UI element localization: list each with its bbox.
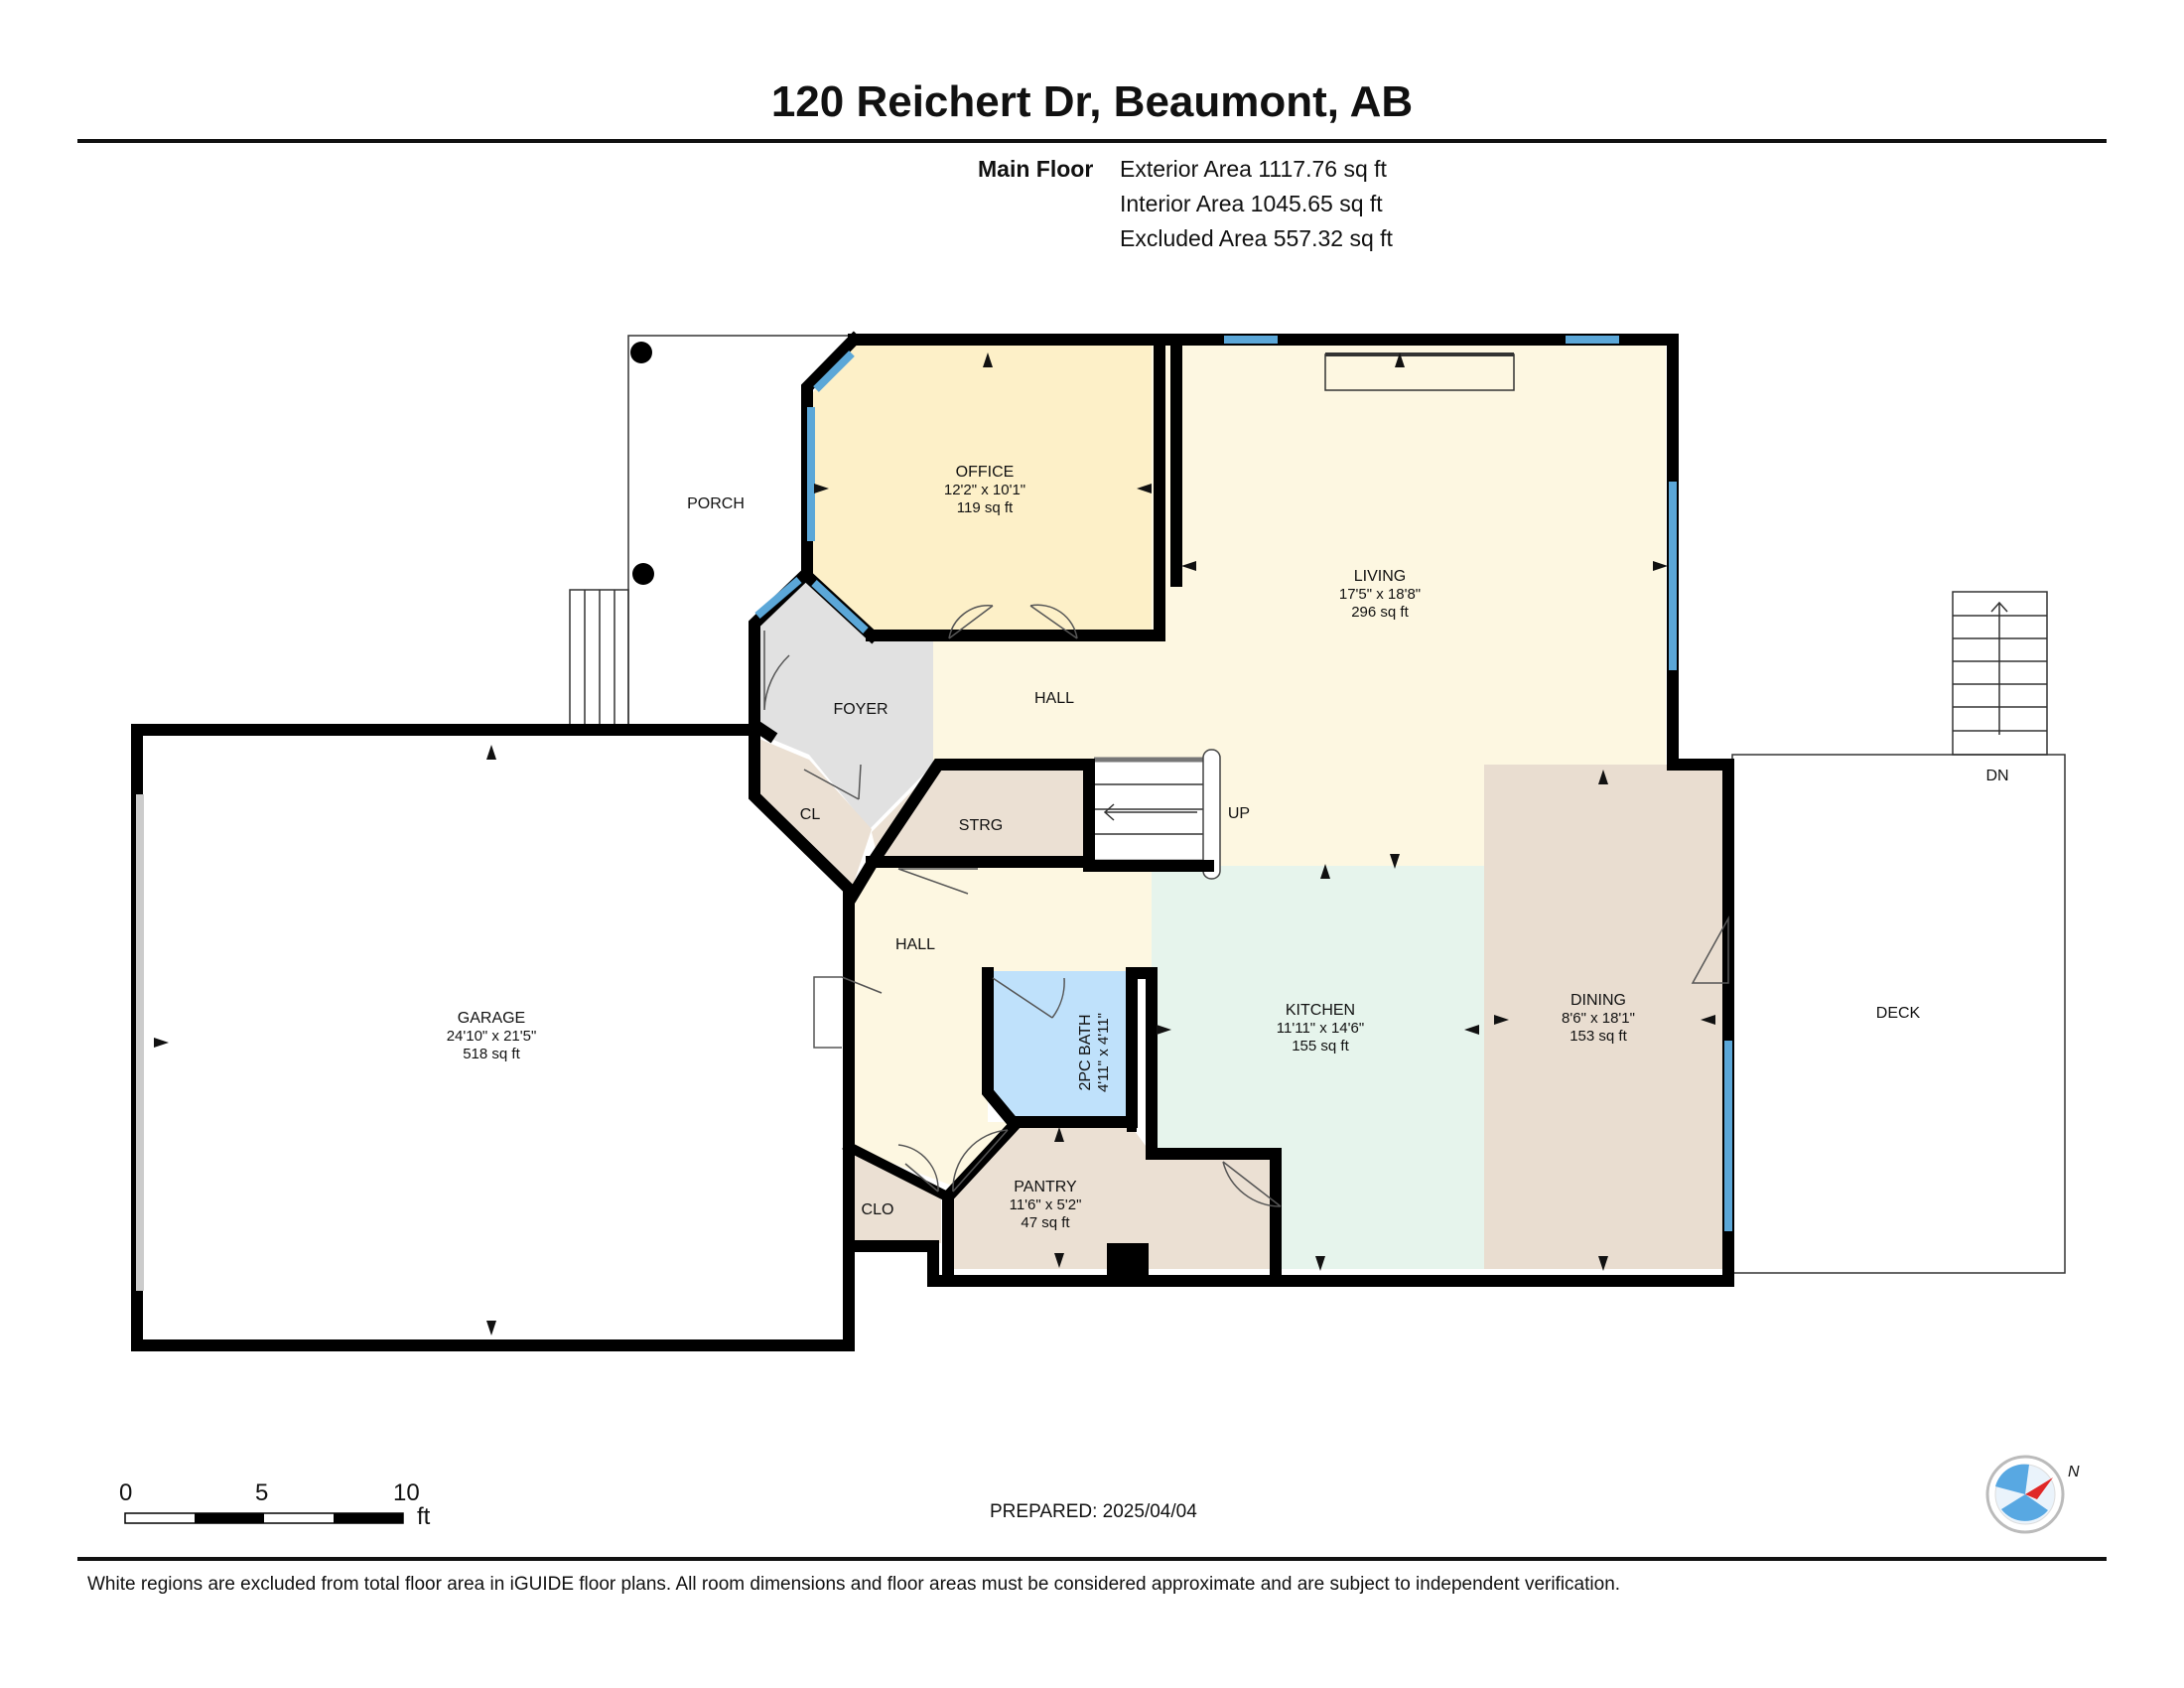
deck-stairs (1952, 591, 2048, 756)
garage-label: GARAGE (458, 1010, 525, 1027)
foyer-label: FOYER (833, 701, 887, 718)
up-label: UP (1228, 805, 1250, 822)
room-labels: OFFICE 12'2" x 10'1" 119 sq ft LIVING 17… (447, 464, 2009, 1231)
hall-upper-label: HALL (1034, 690, 1074, 707)
living-area: 296 sq ft (1351, 604, 1409, 621)
office-area: 119 sq ft (957, 499, 1014, 516)
garage-dims: 24'10" x 21'5" (447, 1028, 537, 1045)
garage-area: 518 sq ft (463, 1046, 520, 1062)
kitchen-area: 155 sq ft (1292, 1038, 1349, 1055)
dimension-arrows (154, 352, 1715, 1336)
hall-lower-label: HALL (895, 936, 935, 953)
bath-dims: 4'11" x 4'11" (1095, 1013, 1112, 1092)
compass-icon: N (1985, 1455, 2080, 1534)
dining-label: DINING (1570, 992, 1626, 1009)
porch-post-bottom (632, 563, 654, 585)
dining-fill (1484, 765, 1722, 1269)
prepared-date: PREPARED: 2025/04/04 (990, 1501, 1197, 1522)
interior-stairs (1093, 749, 1221, 880)
pantry-dims: 11'6" x 5'2" (1010, 1196, 1082, 1213)
porch-label: PORCH (687, 495, 745, 512)
dn-label: DN (1985, 768, 2008, 784)
doors (763, 604, 1729, 1207)
living-hall-fill (933, 346, 1666, 866)
pantry-label: PANTRY (1014, 1179, 1077, 1196)
pantry-fill (948, 1127, 1276, 1269)
bath-fill (988, 971, 1132, 1122)
windows (754, 336, 1732, 1231)
page-title: 120 Reichert Dr, Beaumont, AB (770, 77, 1414, 126)
strg-label: STRG (959, 817, 1003, 834)
kitchen-fill (1152, 866, 1484, 1269)
office-dims: 12'2" x 10'1" (944, 482, 1025, 498)
exterior-area: Exterior Area 1117.76 sq ft (1120, 156, 1387, 182)
dining-area: 153 sq ft (1570, 1028, 1627, 1045)
header-divider (77, 139, 2107, 143)
office-label: OFFICE (956, 464, 1015, 481)
deck-label: DECK (1876, 1005, 1921, 1022)
dining-dims: 8'6" x 18'1" (1562, 1010, 1635, 1027)
floor-label: Main Floor (978, 156, 1094, 182)
scale-unit: ft (417, 1503, 431, 1530)
scale-bar (124, 1512, 404, 1524)
compass-north-label: N (2068, 1464, 2080, 1480)
cl-label: CL (800, 806, 821, 823)
living-label: LIVING (1354, 568, 1406, 585)
foyer-fill (750, 581, 933, 829)
living-dims: 17'5" x 18'8" (1339, 586, 1421, 603)
clo-fill (849, 1147, 941, 1243)
footer-divider (77, 1557, 2107, 1561)
interior-area: Interior Area 1045.65 sq ft (1120, 191, 1383, 216)
scale-tick-10: 10 (393, 1479, 420, 1506)
porch-post-top (630, 342, 652, 363)
scale-tick-5: 5 (255, 1479, 269, 1506)
kitchen-label: KITCHEN (1286, 1002, 1355, 1019)
hall-lower-fill (849, 862, 1152, 1192)
room-fills (750, 346, 1722, 1269)
kitchen-dims: 11'11" x 14'6" (1277, 1020, 1364, 1037)
office-fill (807, 346, 1152, 635)
scale-tick-0: 0 (119, 1479, 133, 1506)
clo-label: CLO (862, 1201, 894, 1218)
excluded-area: Excluded Area 557.32 sq ft (1120, 225, 1393, 251)
disclaimer-text: White regions are excluded from total fl… (87, 1574, 1621, 1595)
pantry-area: 47 sq ft (1021, 1214, 1070, 1231)
cl-fill (750, 735, 872, 889)
bath-label: 2PC BATH (1077, 1014, 1094, 1090)
